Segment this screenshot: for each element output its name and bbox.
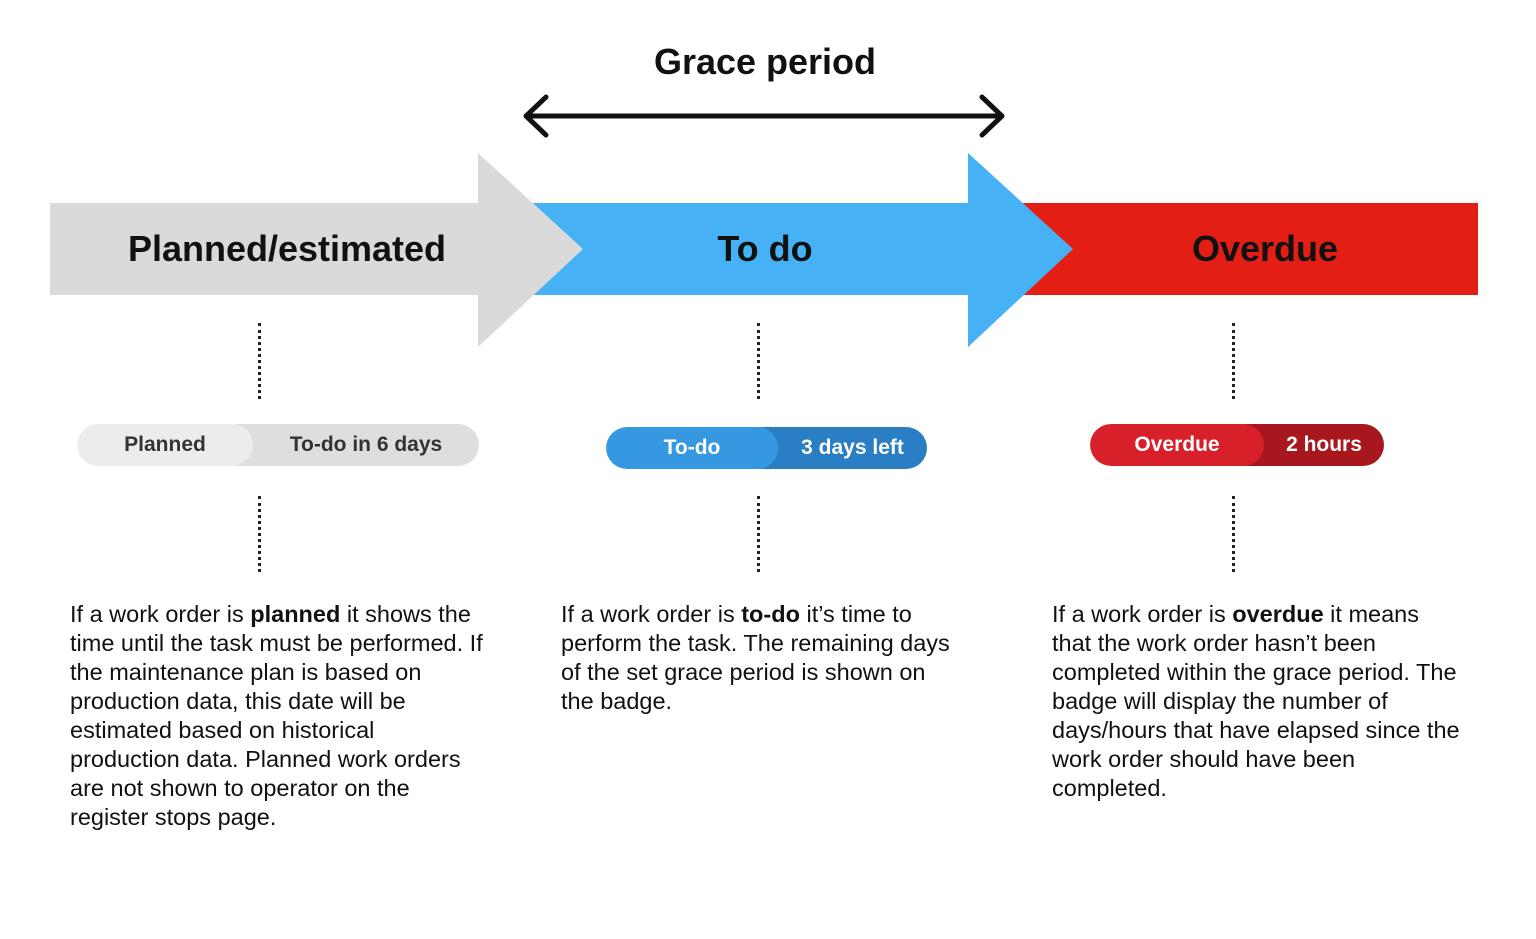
description-text: If a work order is [561, 601, 742, 627]
description-planned: If a work order is planned it shows the … [70, 600, 485, 832]
description-keyword: to-do [741, 601, 800, 627]
connector-dots-overdue-top [1232, 323, 1235, 399]
status-badge-overdue: Overdue 2 hours [1090, 424, 1384, 466]
stage-label-todo: To do [717, 228, 813, 269]
description-overdue: If a work order is overdue it means that… [1052, 600, 1462, 803]
stage-arrow-todo [530, 153, 1073, 347]
stage-arrow-planned [50, 153, 583, 347]
description-text: If a work order is [70, 601, 251, 627]
description-text: it shows the time until the task must be… [70, 601, 483, 830]
stage-label-overdue: Overdue [1191, 228, 1339, 269]
description-text: If a work order is [1052, 601, 1233, 627]
badge-detail-label: 3 days left [758, 427, 927, 469]
connector-dots-overdue-bottom [1232, 496, 1235, 572]
grace-period-arrow [523, 94, 1005, 138]
badge-detail-label: To-do in 6 days [233, 424, 479, 466]
description-text: it means that the work order hasn’t been… [1052, 601, 1460, 801]
connector-dots-todo-bottom [757, 496, 760, 572]
arrowhead-right-icon [979, 94, 1005, 138]
badge-detail-label: 2 hours [1244, 424, 1384, 466]
status-badge-planned: Planned To-do in 6 days [77, 424, 479, 466]
connector-dots-todo-top [757, 323, 760, 399]
connector-dots-planned-top [258, 323, 261, 399]
badge-status-label: To-do [606, 427, 778, 469]
grace-period-title: Grace period [653, 41, 877, 82]
badge-status-label: Planned [77, 424, 253, 466]
badge-status-label: Overdue [1090, 424, 1264, 466]
status-badge-todo: To-do 3 days left [606, 427, 927, 469]
description-todo: If a work order is to-do it’s time to pe… [561, 600, 961, 716]
stage-arrow-overdue [1020, 203, 1478, 295]
description-keyword: planned [250, 601, 341, 627]
description-text: it’s time to perform the task. The remai… [561, 601, 950, 714]
stage-label-planned: Planned/estimated [127, 228, 447, 269]
connector-dots-planned-bottom [258, 496, 261, 572]
arrowhead-left-icon [523, 94, 549, 138]
description-keyword: overdue [1232, 601, 1324, 627]
